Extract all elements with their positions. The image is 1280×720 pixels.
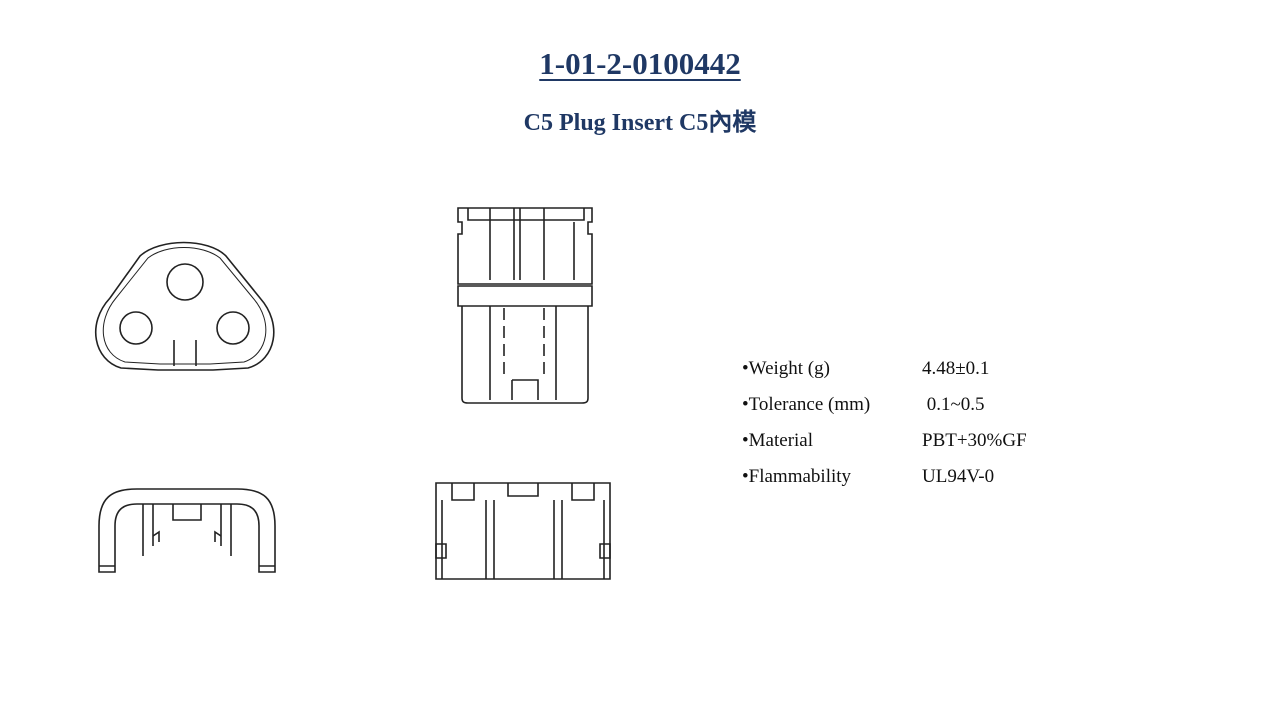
specifications-list: •Weight (g) 4.48±0.1 •Tolerance (mm) 0.1… [742,358,1102,502]
spec-label: •Weight (g) [742,358,830,379]
bottom-view-drawing [434,480,612,582]
spec-row-tolerance: •Tolerance (mm) 0.1~0.5 [742,394,1102,430]
spec-label: •Material [742,430,814,451]
top-view-drawing [97,486,277,578]
spec-value: PBT+30%GF [922,430,1027,451]
part-name-subtitle: C5 Plug Insert C5內模 [523,110,757,136]
part-number-title: 1-01-2-0100442 [539,46,741,81]
spec-label: •Flammability [742,466,852,487]
side-view-drawing [456,204,596,406]
spec-value: UL94V-0 [922,466,995,487]
spec-label: •Tolerance (mm) [742,394,871,415]
spec-value: 0.1~0.5 [922,394,985,415]
spec-row-weight: •Weight (g) 4.48±0.1 [742,358,1102,394]
spec-value: 4.48±0.1 [922,358,990,379]
spec-row-material: •Material PBT+30%GF [742,430,1102,466]
front-view-drawing [88,236,283,376]
spec-row-flammability: •Flammability UL94V-0 [742,466,1102,502]
